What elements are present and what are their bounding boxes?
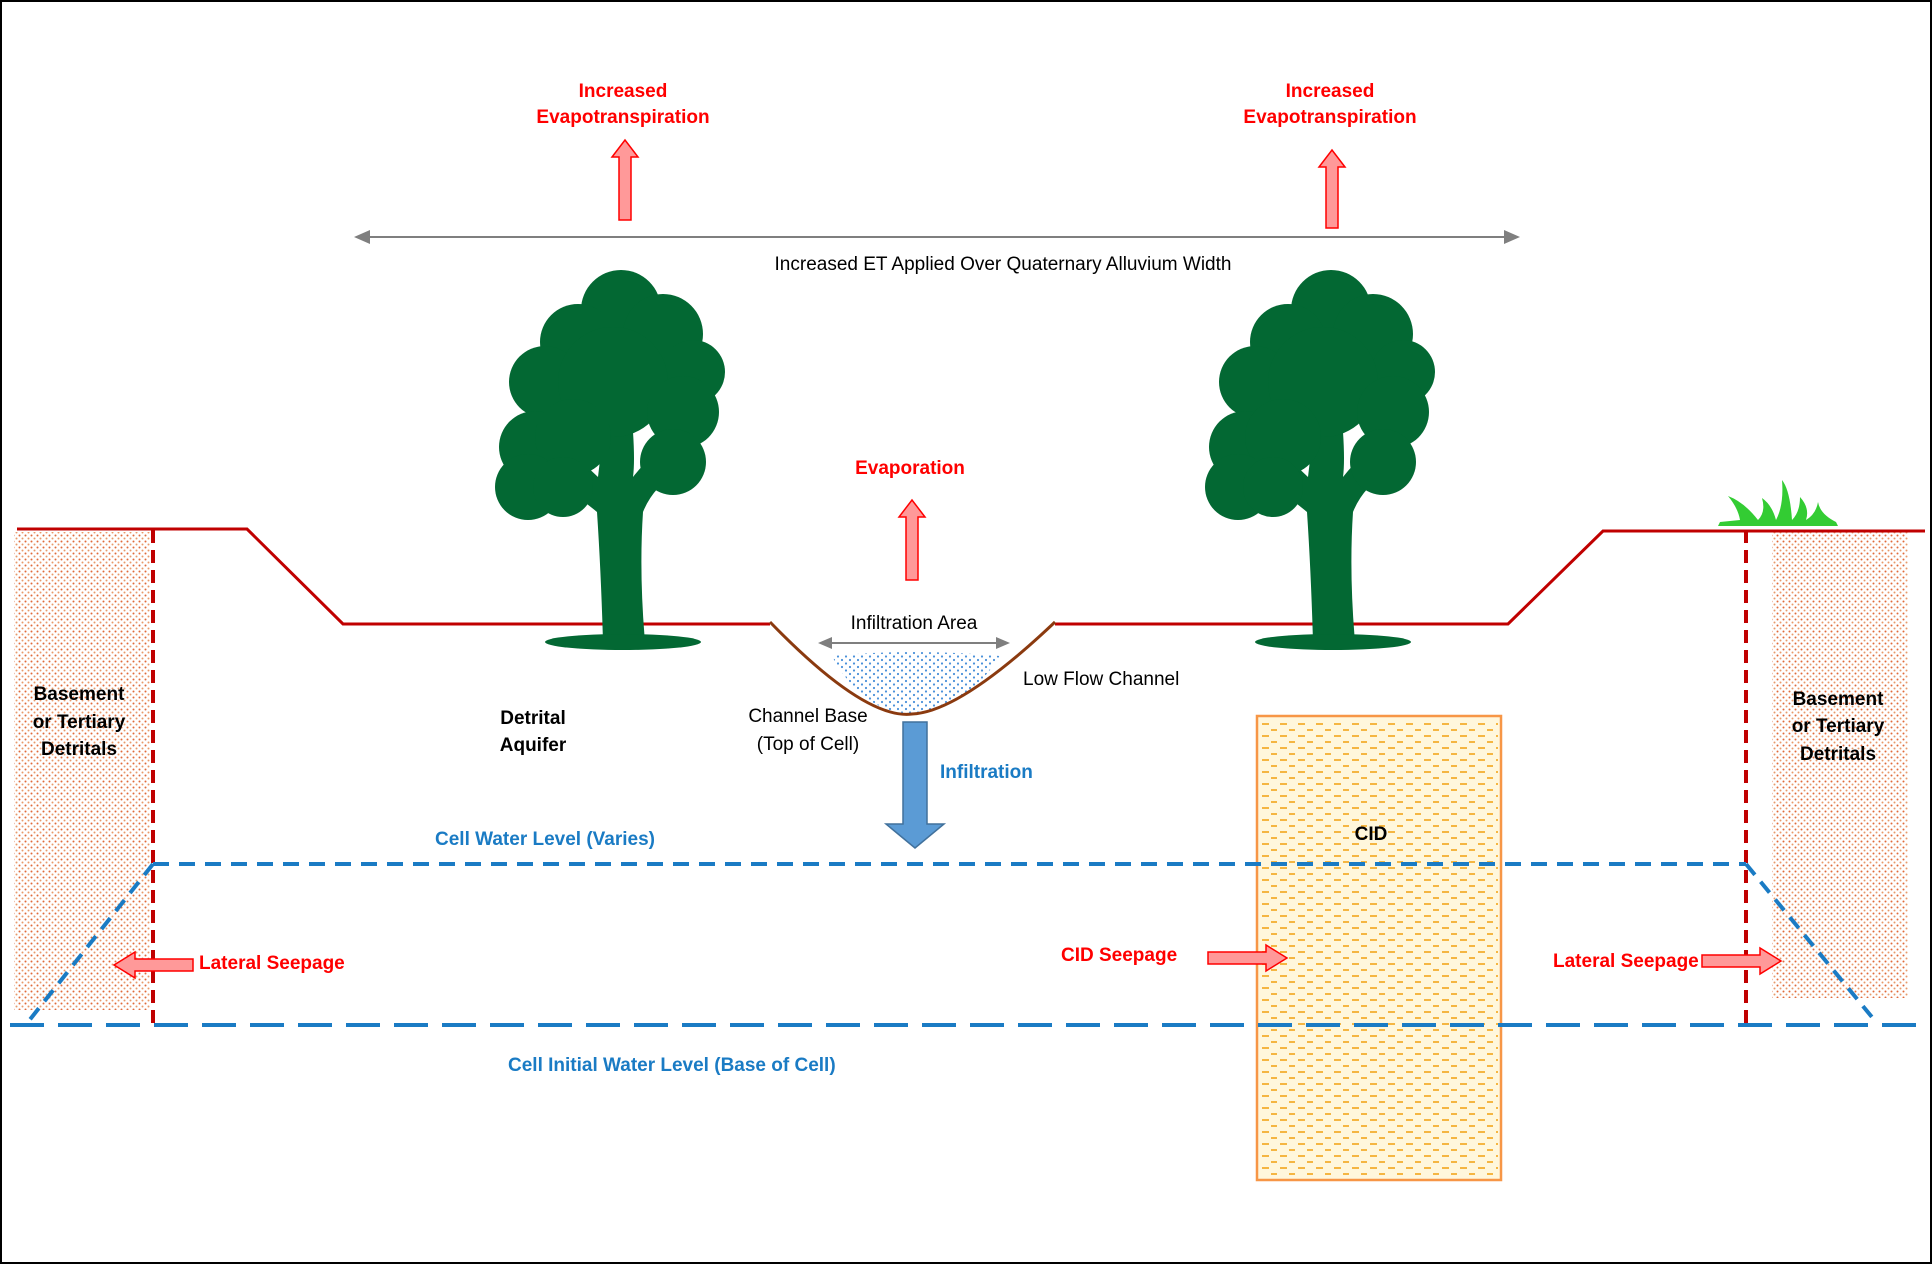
lateral-seepage-right-label: Lateral Seepage [1553, 951, 1699, 972]
et-left-label-line1: Increased [579, 81, 668, 102]
et-left-arrow [610, 138, 640, 221]
ground-surface [17, 527, 1925, 626]
tree-icon [1205, 270, 1435, 650]
infiltration-arrow [883, 721, 947, 849]
cid-seepage-arrow [1207, 943, 1289, 973]
basement-left-label-line2: or Tertiary [33, 712, 126, 733]
low-flow-channel [768, 620, 1057, 716]
infiltration-area-arrow [818, 637, 1010, 649]
et-right-arrow [1317, 148, 1347, 229]
basement-right-label-line3: Detritals [1800, 744, 1876, 765]
basement-right-label-line1: Basement [1793, 689, 1884, 710]
et-width-label: Increased ET Applied Over Quaternary All… [775, 254, 1232, 275]
infiltration-area-label: Infiltration Area [851, 613, 978, 634]
low-flow-channel-label: Low Flow Channel [1023, 669, 1179, 690]
basement-right-zone [1772, 532, 1908, 998]
et-right-label-line1: Increased [1286, 81, 1375, 102]
grass-icon [1718, 480, 1838, 526]
detrital-aquifer-label-line1: Detrital [500, 708, 565, 729]
et-width-arrow [354, 230, 1520, 244]
cell-initial-water-level-label: Cell Initial Water Level (Base of Cell) [508, 1055, 836, 1076]
cid-seepage-label: CID Seepage [1061, 945, 1177, 966]
channel-base-label-line2: (Top of Cell) [757, 734, 859, 755]
cell-water-level-right-slope [1744, 862, 1878, 1024]
et-right-label-line2: Evapotranspiration [1243, 107, 1416, 128]
evaporation-arrow [897, 498, 927, 581]
cell-water-level-left-slope [26, 862, 155, 1024]
et-left-label-line2: Evapotranspiration [536, 107, 709, 128]
cid-label: CID [1355, 824, 1388, 845]
cell-water-level-label: Cell Water Level (Varies) [435, 829, 655, 850]
basement-left-zone [14, 532, 150, 1010]
basement-left-label-line3: Detritals [41, 739, 117, 760]
infiltration-water-body [832, 652, 1000, 714]
detrital-aquifer-label-line2: Aquifer [500, 735, 567, 756]
lateral-seepage-left-arrow [112, 950, 194, 980]
lateral-seepage-right-arrow [1701, 946, 1783, 976]
channel-base-label-line1: Channel Base [748, 706, 867, 727]
basement-right-label-line2: or Tertiary [1792, 716, 1885, 737]
cid-block-pattern [1260, 719, 1498, 1177]
tree-icon [495, 270, 725, 650]
lateral-seepage-left-label: Lateral Seepage [199, 953, 345, 974]
basement-left-label-line1: Basement [34, 684, 125, 705]
evaporation-label: Evaporation [855, 458, 965, 479]
infiltration-label: Infiltration [940, 762, 1033, 783]
